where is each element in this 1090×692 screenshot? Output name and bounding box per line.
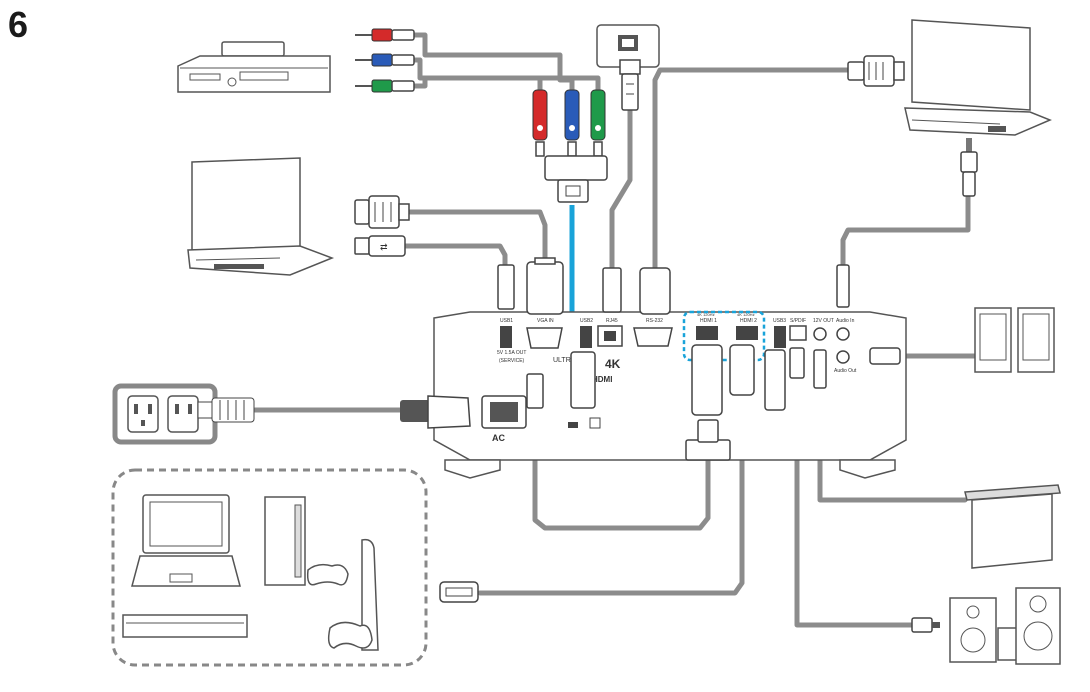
dvd-lower-unit: [177, 55, 331, 93]
stereo-system: [911, 587, 1061, 665]
port-audio-in: [836, 327, 850, 341]
plug-spdif: [789, 347, 805, 379]
label-hdmi1: HDMI 1: [700, 318, 717, 324]
source-laptop: [142, 494, 230, 554]
power-outlet: [112, 383, 255, 445]
source-console-2: [361, 538, 379, 651]
projector-plugs: [497, 257, 901, 461]
usb-cable-laptop: [402, 243, 508, 268]
projector-body: USB1 VGA IN USB2 RJ45 RS-232 4K 120Hz HD…: [433, 310, 907, 479]
rca-cable-blue: [412, 32, 575, 93]
label-ac: AC: [492, 433, 505, 443]
port-spdif: [789, 325, 807, 341]
label-usb-power-sub: (SERVICE): [499, 358, 525, 364]
vga-cable-laptop: [407, 209, 548, 265]
label-usb2: USB2: [580, 318, 593, 324]
vga-usb-plugs-left-laptop: ⇄: [354, 195, 410, 257]
hdmi-ports-highlight: [682, 310, 766, 362]
port-12v: [813, 327, 827, 341]
laptop-left: [187, 157, 335, 276]
plug-hdmi-source: [439, 581, 479, 603]
port-hdmi2: [736, 326, 758, 340]
rca-plugs-player: [355, 28, 415, 93]
label-rj45: RJ45: [606, 318, 618, 324]
port-audio-out: [836, 350, 850, 364]
hdmi-source-cable: [477, 392, 745, 596]
rca-cable-red: [412, 57, 543, 93]
svg-text:⇄: ⇄: [380, 242, 388, 252]
audio-in-cable: [840, 192, 971, 268]
speakers-right: [974, 307, 1055, 373]
ac-plug: [400, 395, 471, 429]
label-usb-power: 5V 1.5A OUT: [497, 350, 526, 356]
step-number: 6: [8, 4, 29, 45]
port-usb3: [774, 326, 786, 348]
source-controller: [306, 563, 349, 586]
port-usb2: [580, 326, 592, 348]
label-audio-in: Audio In: [836, 318, 855, 324]
lan-cable: [609, 107, 633, 271]
plug-hdmi2: [729, 344, 755, 396]
lan-wall-plate: [596, 24, 660, 111]
port-rs232: [633, 327, 673, 347]
label-hdmi2-top: 4K 120Hz: [737, 312, 755, 317]
label-rs232: RS-232: [646, 318, 663, 324]
source-bluray: [122, 614, 248, 638]
usb-dongle: [570, 351, 596, 409]
label-ultra-hd: ULTRA HD: [553, 357, 587, 364]
plug-vga-laptop: [526, 261, 564, 315]
laptop-right: [904, 19, 1052, 136]
label-hdmi2: HDMI 2: [740, 318, 757, 324]
label-usb3: USB3: [773, 318, 786, 324]
usb-stick: [764, 349, 786, 411]
label-spdif: S/PDIF: [790, 318, 806, 324]
plug-12v: [813, 349, 827, 389]
hdmi-sources-group: [111, 468, 479, 667]
component-vga-adapter: [532, 89, 608, 203]
plug-usb-power: [526, 373, 544, 409]
label-hdmi-logo: HDMI: [592, 375, 612, 384]
plug-lan: [602, 267, 622, 313]
rca-cable-green: [412, 75, 601, 93]
plug-audio-in: [836, 264, 850, 308]
projection-screen: [964, 484, 1061, 569]
sources-dashed-box: [111, 468, 428, 667]
label-hdmi1-top: 4K 120Hz: [697, 312, 715, 317]
port-hdmi1: [696, 326, 718, 340]
dvd-player-top: [177, 41, 331, 93]
label-4k: 4K: [605, 357, 621, 371]
label-12v-out: 12V OUT: [813, 318, 834, 324]
rs232-cable: [652, 67, 851, 271]
source-controller-2: [327, 621, 373, 649]
vga-plug-right-laptop: [847, 55, 905, 87]
plug-rs232: [639, 267, 671, 315]
usb-power-cable: [532, 405, 711, 531]
label-usb1: USB1: [500, 318, 513, 324]
dvd-upper-unit: [221, 41, 285, 57]
plug-audio-out: [869, 347, 901, 365]
usb-power-adapter: [685, 439, 731, 461]
label-vga-in: VGA IN: [537, 318, 554, 324]
plug-usb-laptop: [497, 264, 515, 310]
audio-plug-right-laptop: [960, 138, 978, 197]
port-usb1: [500, 326, 512, 348]
label-audio-out: Audio Out: [834, 368, 857, 374]
port-vga: [526, 327, 563, 349]
hdmi-stick: [691, 344, 723, 416]
